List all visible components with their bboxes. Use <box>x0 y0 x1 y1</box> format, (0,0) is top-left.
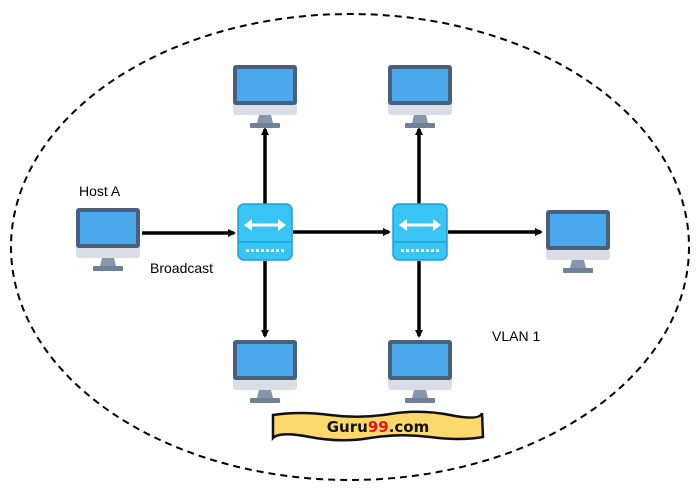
vlan-label: VLAN 1 <box>492 328 540 344</box>
computer-monitor-icon <box>546 210 610 273</box>
guru99-logo: Guru99.com <box>271 410 485 442</box>
computer-monitor-icon <box>233 340 297 403</box>
logo-text: Guru <box>327 418 368 436</box>
host-a-label: Host A <box>79 183 121 199</box>
connection-arrows <box>142 127 543 338</box>
svg-text:Guru99.com: Guru99.com <box>327 418 429 436</box>
computer-monitor-icon <box>76 208 140 271</box>
computer-monitor-icon <box>388 340 452 403</box>
broadcast-label: Broadcast <box>150 260 213 276</box>
vlan-boundary <box>10 13 690 481</box>
logo-text-accent: 99 <box>368 418 389 436</box>
network-switch-icon <box>391 202 449 262</box>
network-switch-icon <box>236 202 294 262</box>
computer-monitor-icon <box>388 65 452 128</box>
computer-monitor-icon <box>233 65 297 128</box>
logo-text-suffix: .com <box>389 418 430 436</box>
